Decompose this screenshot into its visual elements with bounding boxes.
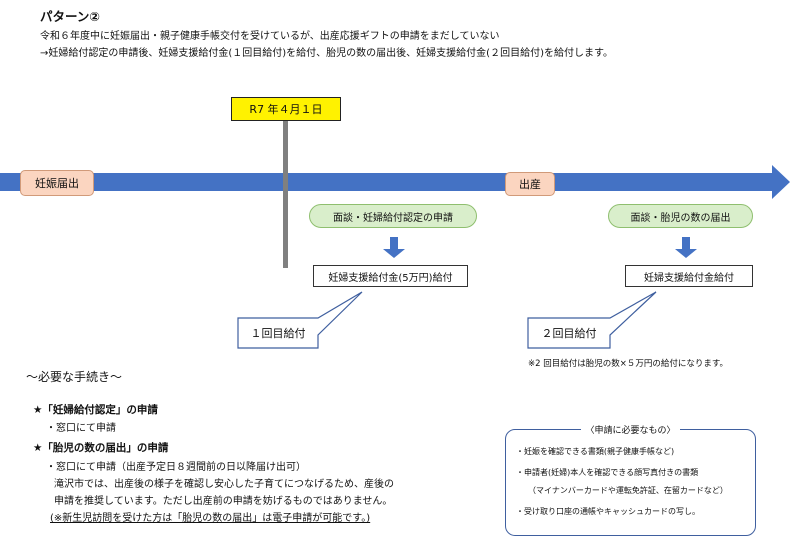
pattern-description: 令和６年度中に妊娠届出・親子健康手帳交付を受けているが、出産応援ギフトの申請をま… — [40, 31, 500, 42]
down-arrow-2 — [675, 237, 697, 258]
callout-2-shape — [527, 291, 657, 349]
down-arrow-1 — [383, 237, 405, 258]
required-item-3: ・受け取り口座の通帳やキャッシュカードの写し。 — [516, 507, 700, 516]
procedure-1-text: ・窓口にて申請 — [46, 423, 116, 434]
pattern-title: パターン② — [40, 9, 100, 24]
required-documents-box: 〈申請に必要なもの〉 ・妊娠を確認できる書類(親子健康手帳など) ・申請者(妊婦… — [505, 426, 756, 536]
callout-2-label: ２回目給付 — [541, 327, 597, 340]
procedure-2-text-2: 滝沢市では、出産後の様子を確認し安心した子育てにつなげるため、産後の — [54, 479, 394, 490]
payment-2-box: 妊婦支援給付金給付 — [625, 265, 753, 287]
payment-1-box: 妊婦支援給付金(5万円)給付 — [313, 265, 468, 287]
procedures-title: ～必要な手続き～ — [26, 370, 123, 384]
required-documents-title: 〈申請に必要なもの〉 — [581, 426, 680, 436]
callout-1-label: １回目給付 — [250, 327, 306, 340]
date-label: R7 年４月１日 — [231, 97, 341, 121]
pattern-summary: →妊婦給付認定の申請後、妊婦支援給付金(１回目給付)を給付、胎児の数の届出後、妊… — [40, 48, 613, 59]
date-marker-line — [283, 118, 288, 268]
procedure-2-title: ★「胎児の数の届出」の申請 — [33, 442, 169, 454]
required-item-2: ・申請者(妊婦)本人を確認できる顔写真付きの書類 — [516, 468, 699, 477]
callout-1-shape — [237, 291, 363, 349]
procedure-1-title: ★「妊婦給付認定」の申請 — [33, 404, 158, 416]
second-payment-note: ※2 回目給付は胎児の数×５万円の給付になります。 — [528, 359, 729, 369]
birth-label: 出産 — [505, 172, 555, 196]
step-1-interview-certification: 面談・妊婦給付認定の申請 — [309, 204, 477, 228]
procedure-2-text-3: 申請を推奨しています。ただし出産前の申請を妨げるものではありません。 — [54, 496, 393, 507]
procedure-2-note: (※新生児訪問を受けた方は「胎児の数の届出」は電子申請が可能です。) — [50, 513, 371, 524]
procedure-2-text-1: ・窓口にて申請（出産予定日８週間前の日以降届け出可） — [46, 462, 306, 473]
pregnancy-report-label: 妊娠届出 — [20, 170, 94, 196]
step-2-interview-fetus-count: 面談・胎児の数の届出 — [608, 204, 753, 228]
timeline-arrow — [0, 165, 790, 199]
required-item-2-detail: （マイナンバーカードや運転免許証、在留カードなど） — [528, 486, 728, 495]
required-item-1: ・妊娠を確認できる書類(親子健康手帳など) — [516, 447, 675, 456]
